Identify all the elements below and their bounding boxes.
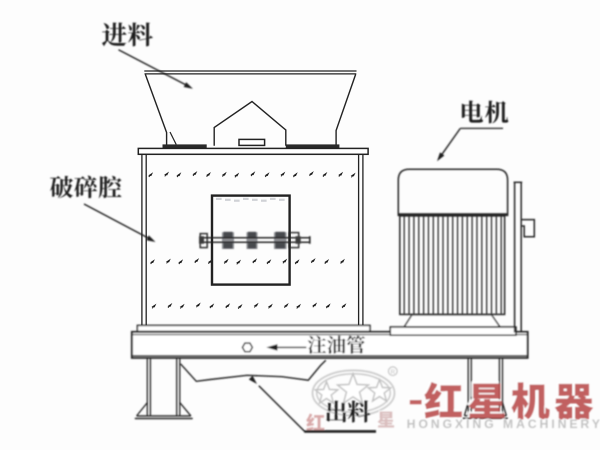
svg-text:HONGXING MACHINERY: HONGXING MACHINERY (407, 417, 600, 431)
svg-text:HONGXING MACHINERY: HONGXING MACHINERY (406, 416, 600, 430)
svg-text:R: R (391, 369, 396, 376)
